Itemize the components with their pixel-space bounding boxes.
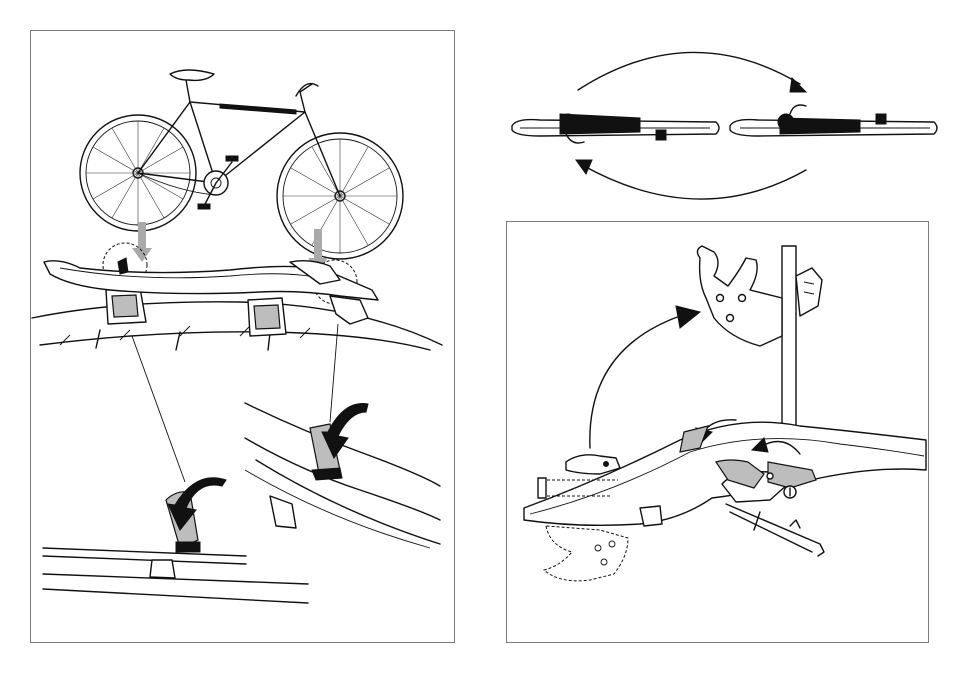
pointer-line-front [330, 324, 338, 422]
right-bottom-panel [507, 222, 929, 643]
detail-front-wheel-strap [245, 403, 440, 548]
curved-arrow-icon [590, 306, 700, 448]
ghost-clamp [544, 526, 628, 581]
rotation-diagram [512, 52, 937, 199]
pointer-line-rear [132, 336, 185, 482]
bike-frame [138, 70, 340, 209]
bicycle-icon [80, 70, 403, 259]
roof-bar-foot-front [248, 298, 286, 336]
rotation-arrow-icon [584, 166, 806, 199]
rail-top-view-left [512, 114, 719, 143]
rail-top-view-right [730, 105, 937, 136]
wheel-bracket [726, 504, 824, 556]
clamp-head [697, 246, 822, 446]
car-roof [32, 302, 442, 350]
rotation-arrow-icon [578, 52, 800, 90]
detail-rear-wheel-holder [43, 478, 308, 603]
bike-rail [44, 258, 378, 324]
roof-bar-foot-rear [106, 288, 146, 324]
curved-arrow-icon [168, 478, 226, 530]
left-panel-mounting-steps [31, 31, 455, 643]
